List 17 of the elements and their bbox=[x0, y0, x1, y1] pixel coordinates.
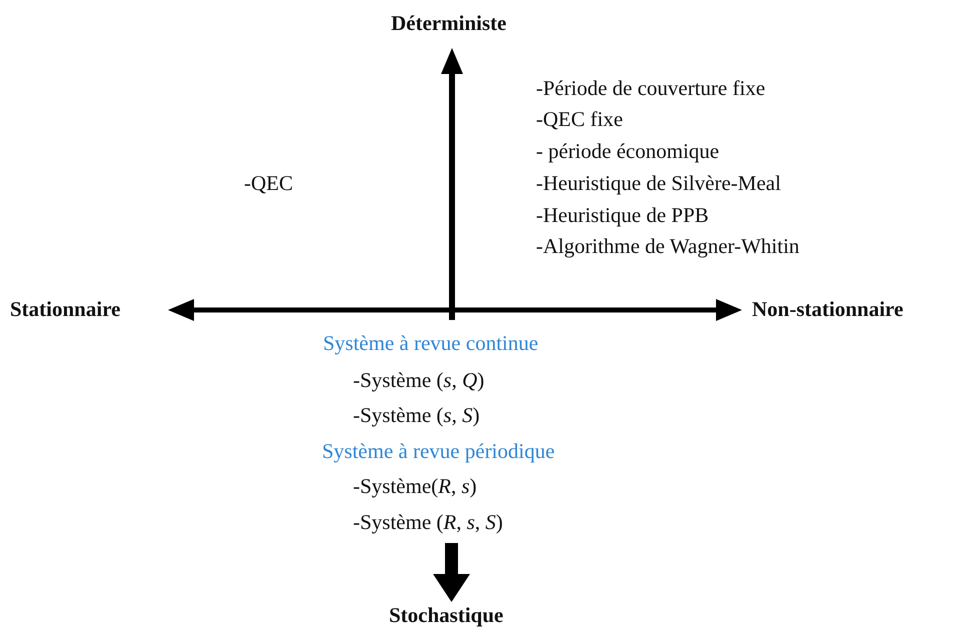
axis-title: Stochastique bbox=[389, 604, 504, 628]
list-item: -Période de couverture fixe bbox=[536, 77, 766, 100]
list-item: -Système(R, s) bbox=[353, 475, 477, 498]
list-item: -Système (s, S) bbox=[353, 404, 480, 428]
list-item: -Algorithme de Wagner-Whitin bbox=[536, 235, 800, 258]
axis-title: Non-stationnaire bbox=[752, 298, 904, 322]
axis-title: Déterministe bbox=[391, 12, 506, 36]
axis-title: Stationnaire bbox=[10, 298, 120, 322]
list-item: -Système (R, s, S) bbox=[353, 511, 503, 534]
list-item: -QEC fixe bbox=[536, 108, 623, 132]
section-heading: Système à revue périodique bbox=[322, 440, 555, 464]
section-heading: Système à revue continue bbox=[323, 332, 538, 356]
list-item: -QEC bbox=[244, 172, 293, 196]
list-item: -Heuristique de Silvère-Meal bbox=[536, 172, 781, 196]
list-item: -Système (s, Q) bbox=[353, 369, 484, 392]
list-item: - période économique bbox=[536, 140, 720, 164]
list-item: -Heuristique de PPB bbox=[536, 204, 709, 228]
